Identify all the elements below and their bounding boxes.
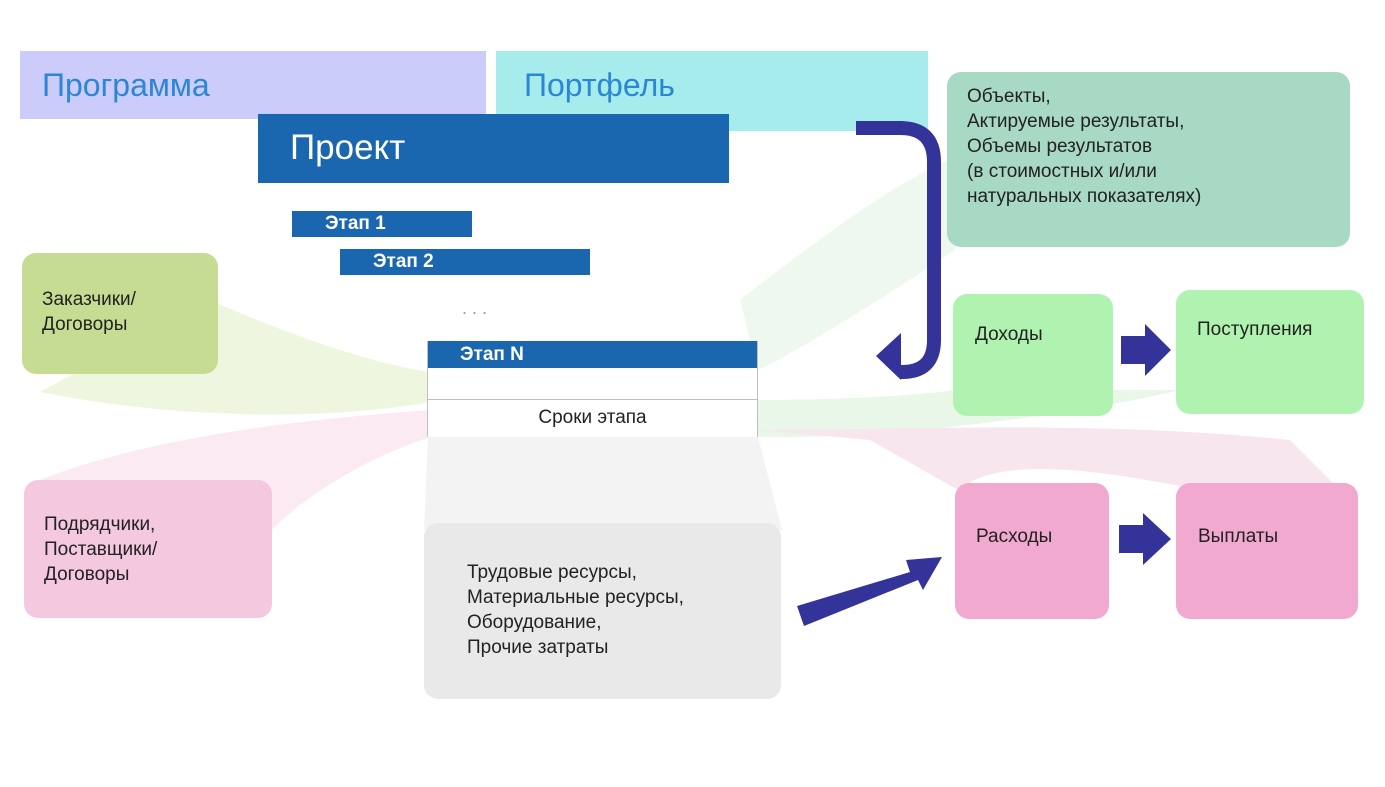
objects-line: Актируемые результаты, xyxy=(967,111,1185,132)
contractors-line: Подрядчики, xyxy=(44,514,156,535)
portfolio-label: Портфель xyxy=(524,67,675,103)
payments-label: Выплаты xyxy=(1198,526,1279,547)
green-connector-shape xyxy=(40,300,430,415)
resources-line: Трудовые ресурсы, xyxy=(467,562,637,583)
contractors-line: Поставщики/ xyxy=(44,539,158,560)
objects-line: Объемы результатов xyxy=(967,136,1153,157)
program-band: Программа xyxy=(20,51,486,119)
payments-box: Выплаты xyxy=(1176,483,1358,619)
objects-box: Объекты, Актируемые результаты, Объемы р… xyxy=(947,72,1350,247)
resources-line: Прочие затраты xyxy=(467,637,609,658)
income-box: Доходы xyxy=(953,294,1113,416)
income-label: Доходы xyxy=(975,324,1043,345)
receipts-box: Поступления xyxy=(1176,290,1364,414)
project-bar: Проект xyxy=(258,114,729,183)
objects-line: (в стоимостных и/или xyxy=(967,161,1157,182)
stage-n-bar: Этап N xyxy=(428,341,757,368)
objects-line: натуральных показателях) xyxy=(967,186,1202,207)
customers-box: Заказчики/ Договоры xyxy=(22,253,218,374)
stage-2-bar: Этап 2 xyxy=(340,249,590,275)
contractors-line: Договоры xyxy=(44,564,130,585)
program-label: Программа xyxy=(42,67,210,103)
receipts-label: Поступления xyxy=(1197,319,1313,340)
gray-connector-shape xyxy=(424,437,782,530)
stage-n-divider xyxy=(428,399,757,400)
resources-box: Трудовые ресурсы, Материальные ресурсы, … xyxy=(424,523,781,699)
customers-line: Заказчики/ xyxy=(42,289,136,310)
objects-line: Объекты, xyxy=(967,86,1051,107)
green-connector-shape-right xyxy=(740,160,955,370)
stage-terms-label: Сроки этапа xyxy=(538,407,647,428)
expenses-label: Расходы xyxy=(976,526,1053,547)
contractors-box: Подрядчики, Поставщики/ Договоры xyxy=(24,480,272,618)
resources-line: Материальные ресурсы, xyxy=(467,587,684,608)
stage-n-block: Этап N Сроки этапа xyxy=(427,341,758,437)
customers-line: Договоры xyxy=(42,314,128,335)
resources-line: Оборудование, xyxy=(467,612,602,633)
stage-1-bar: Этап 1 xyxy=(292,211,472,237)
pink-connector-shape-right xyxy=(758,427,1340,490)
expenses-box: Расходы xyxy=(955,483,1109,619)
stages-ellipsis: ... xyxy=(462,298,493,318)
